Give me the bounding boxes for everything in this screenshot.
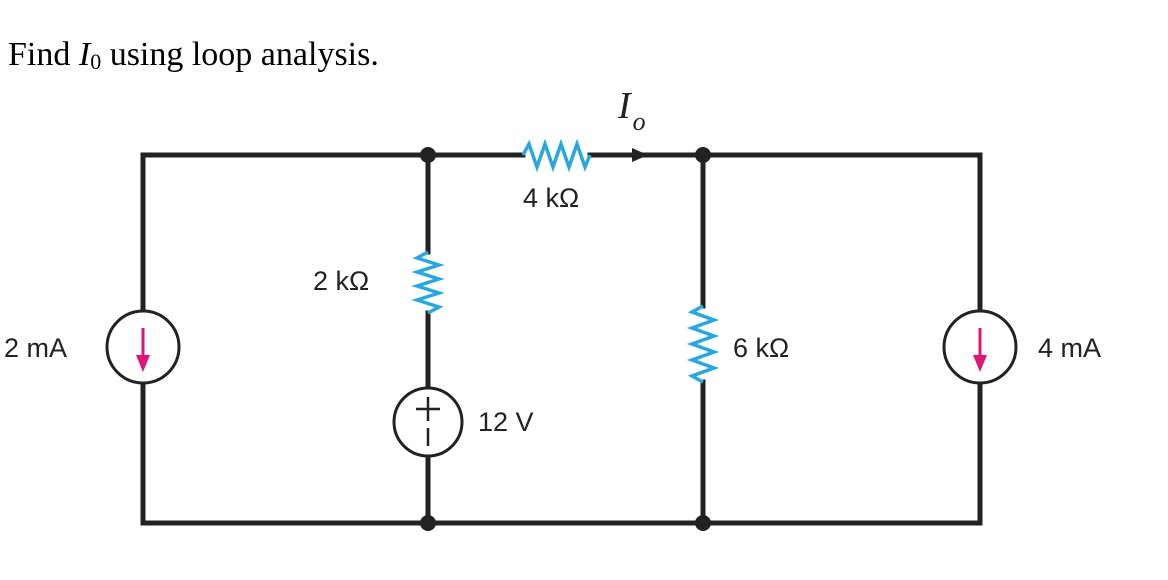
node-bottom-right [695,515,711,531]
node-top-left [420,147,436,163]
current-source-4ma-arrowhead [973,355,987,372]
resistor-2k-label: 2 kΩ [313,266,369,296]
current-io-symbol: I [617,85,633,127]
problem-variable: I [78,36,91,73]
current-source-4ma-label: 4 mA [1038,333,1101,363]
current-arrowhead [632,148,648,162]
resistor-4k-label: 4 kΩ [523,183,579,213]
current-source-4ma [942,309,1018,385]
voltage-source-12v [392,386,464,458]
current-io-label: Io [617,85,646,136]
node-bottom-left [420,515,436,531]
voltage-source-label: 12 V [478,407,534,437]
problem-statement: Find I0 using loop analysis. [8,36,379,75]
current-source-2ma-arrowhead [136,355,150,372]
voltage-source-circle [392,386,464,458]
current-io-subscript: o [633,107,646,136]
problem-suffix: using loop analysis. [101,36,379,73]
problem-prefix: Find [8,36,79,73]
current-source-2ma-label: 2 mA [4,333,67,363]
node-top-right [695,147,711,163]
current-io-arrow [632,148,648,162]
resistor-4k-symbol [521,138,592,173]
junction-nodes [420,147,711,531]
resistor-6k-label: 6 kΩ [733,333,789,363]
resistor-2k-symbol [411,250,445,315]
problem-variable-subscript: 0 [90,49,102,74]
wires [140,152,983,526]
current-source-2ma [105,309,181,385]
resistor-6k-symbol [686,304,720,384]
